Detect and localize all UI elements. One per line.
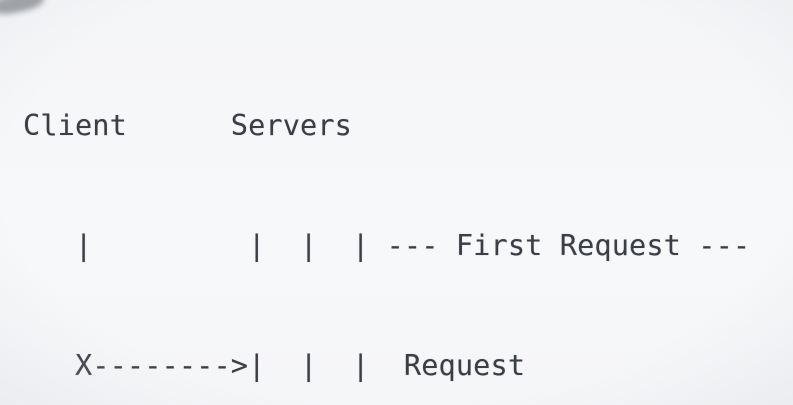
corner-smudge-artifact xyxy=(0,0,46,18)
paxos-sequence-diagram: Client Servers | | | | --- First Request… xyxy=(23,25,750,405)
diagram-row-request: X-------->| | | Request xyxy=(23,348,526,382)
diagram-phase-header-row: | | | | --- First Request --- xyxy=(23,228,751,262)
diagram-actors-header-row: Client Servers xyxy=(23,108,352,142)
